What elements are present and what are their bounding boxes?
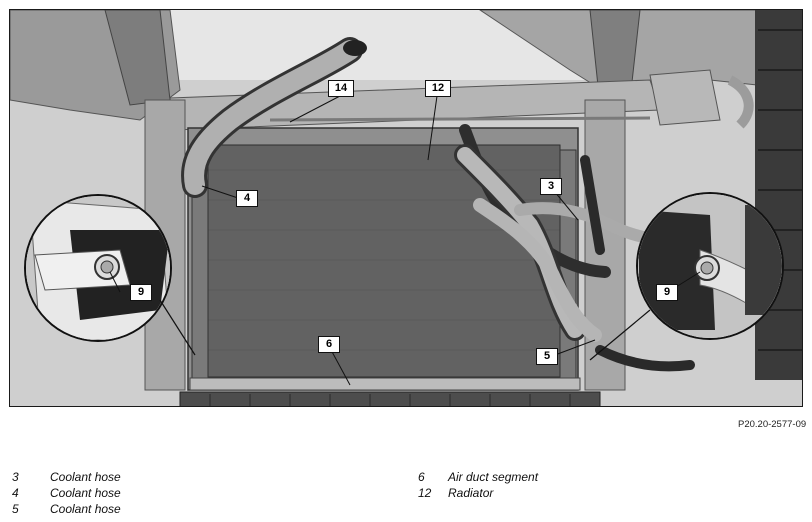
callout-5: 5 — [536, 348, 558, 365]
legend-item: 4 Coolant hose — [12, 486, 121, 502]
legend-number: 3 — [12, 470, 19, 484]
legend-item: 5 Coolant hose — [12, 502, 121, 518]
callout-9-right: 9 — [656, 284, 678, 301]
legend-text: Radiator — [448, 486, 494, 500]
legend-number: 6 — [418, 470, 425, 484]
legend-item: 12 Radiator — [418, 486, 538, 502]
legend-text: Coolant hose — [50, 470, 121, 484]
legend-text: Coolant hose — [50, 486, 121, 500]
callout-3: 3 — [540, 178, 562, 195]
legend-item: 3 Coolant hose — [12, 470, 121, 486]
legend-item: 6 Air duct segment — [418, 470, 538, 486]
legend-number: 12 — [418, 486, 432, 500]
legend-left: 3 Coolant hose 4 Coolant hose 5 Coolant … — [12, 470, 121, 518]
legend-text: Air duct segment — [448, 470, 539, 484]
legend-text: Coolant hose — [50, 502, 121, 516]
legend-number: 4 — [12, 486, 19, 500]
callout-14: 14 — [328, 80, 354, 97]
callout-9-left: 9 — [130, 284, 152, 301]
legend-right: 6 Air duct segment 12 Radiator — [418, 470, 538, 502]
legend-number: 5 — [12, 502, 19, 516]
figure-reference: P20.20-2577-09 — [738, 419, 807, 430]
callout-12: 12 — [425, 80, 451, 97]
callout-6: 6 — [318, 336, 340, 353]
radiator-diagram: 14 12 4 3 9 9 6 5 — [9, 9, 803, 407]
callout-4: 4 — [236, 190, 258, 207]
